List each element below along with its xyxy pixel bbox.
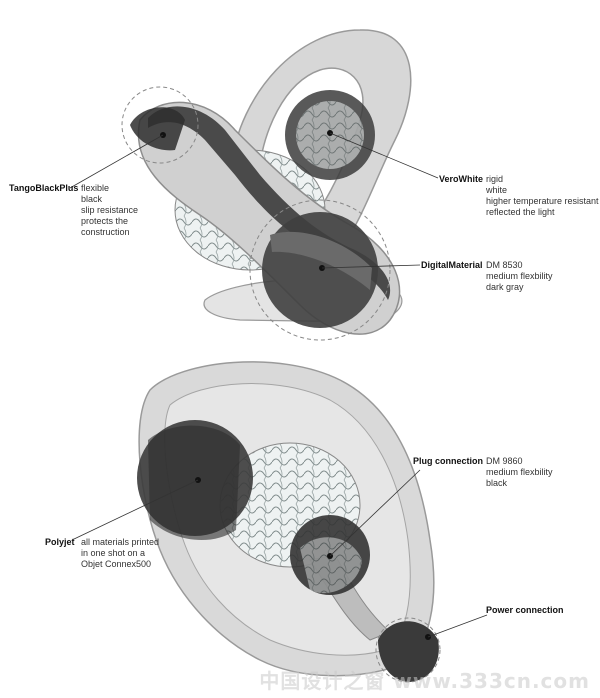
- digital-desc-line: medium flexbility: [486, 271, 553, 281]
- polyjet-leader: [71, 479, 199, 541]
- watermark: 中国设计之窗 www.333cn.com: [259, 669, 590, 693]
- polyjet-name: Polyjet: [45, 537, 75, 547]
- vero-desc-line: higher temperature resistant: [486, 196, 599, 206]
- plug-leader: [329, 469, 421, 557]
- tango-desc: flexible black slip resistance protects …: [81, 183, 138, 238]
- power-label-group: Power connection: [486, 605, 564, 616]
- polyjet-desc: all materials printed in one shot on a O…: [81, 537, 159, 570]
- polyjet-desc-line: in one shot on a: [81, 548, 146, 558]
- vero-label-group: VeroWhite: [439, 174, 483, 185]
- plug-desc-line: black: [486, 478, 508, 488]
- vero-desc-line: reflected the light: [486, 207, 555, 217]
- plug-name: Plug connection: [413, 456, 484, 466]
- vero-desc: rigid white higher temperature resistant…: [486, 174, 599, 218]
- tango-leader: [69, 134, 164, 189]
- top-headphone: [69, 29, 439, 341]
- tango-desc-line: black: [81, 194, 103, 204]
- vero-name: VeroWhite: [439, 174, 484, 184]
- tango-label-group: TangoBlackPlus: [9, 183, 78, 194]
- digital-name: DigitalMaterial: [421, 260, 483, 270]
- tango-desc-line: construction: [81, 227, 130, 237]
- vero-leader: [329, 132, 439, 179]
- power-connector: [378, 621, 439, 682]
- tango-magnifier: [121, 86, 199, 164]
- vero-desc-line: white: [486, 185, 508, 195]
- digital-desc: DM 8530 medium flexbility dark gray: [486, 260, 553, 293]
- power-leader: [427, 614, 488, 638]
- tango-desc-line: slip resistance: [81, 205, 139, 215]
- tango-desc-line: flexible: [81, 183, 110, 193]
- plug-desc: DM 9860 medium flexbility black: [486, 456, 553, 489]
- tango-desc-line: protects the: [81, 216, 129, 226]
- bottom-headphone: [71, 361, 488, 683]
- plug-desc-line: DM 9860: [486, 456, 523, 466]
- plug-desc-line: medium flexbility: [486, 467, 553, 477]
- power-name: Power connection: [486, 605, 564, 615]
- digital-desc-line: DM 8530: [486, 260, 523, 270]
- digital-leader: [321, 264, 421, 269]
- plug-label-group: Plug connection: [413, 456, 483, 467]
- vero-desc-line: rigid: [486, 174, 504, 184]
- digital-label-group: DigitalMaterial: [421, 260, 483, 271]
- polyjet-desc-line: Objet Connex500: [81, 559, 152, 569]
- tango-name: TangoBlackPlus: [9, 183, 79, 193]
- polyjet-desc-line: all materials printed: [81, 537, 160, 547]
- digital-desc-line: dark gray: [486, 282, 524, 292]
- polyjet-label-group: Polyjet: [45, 537, 75, 548]
